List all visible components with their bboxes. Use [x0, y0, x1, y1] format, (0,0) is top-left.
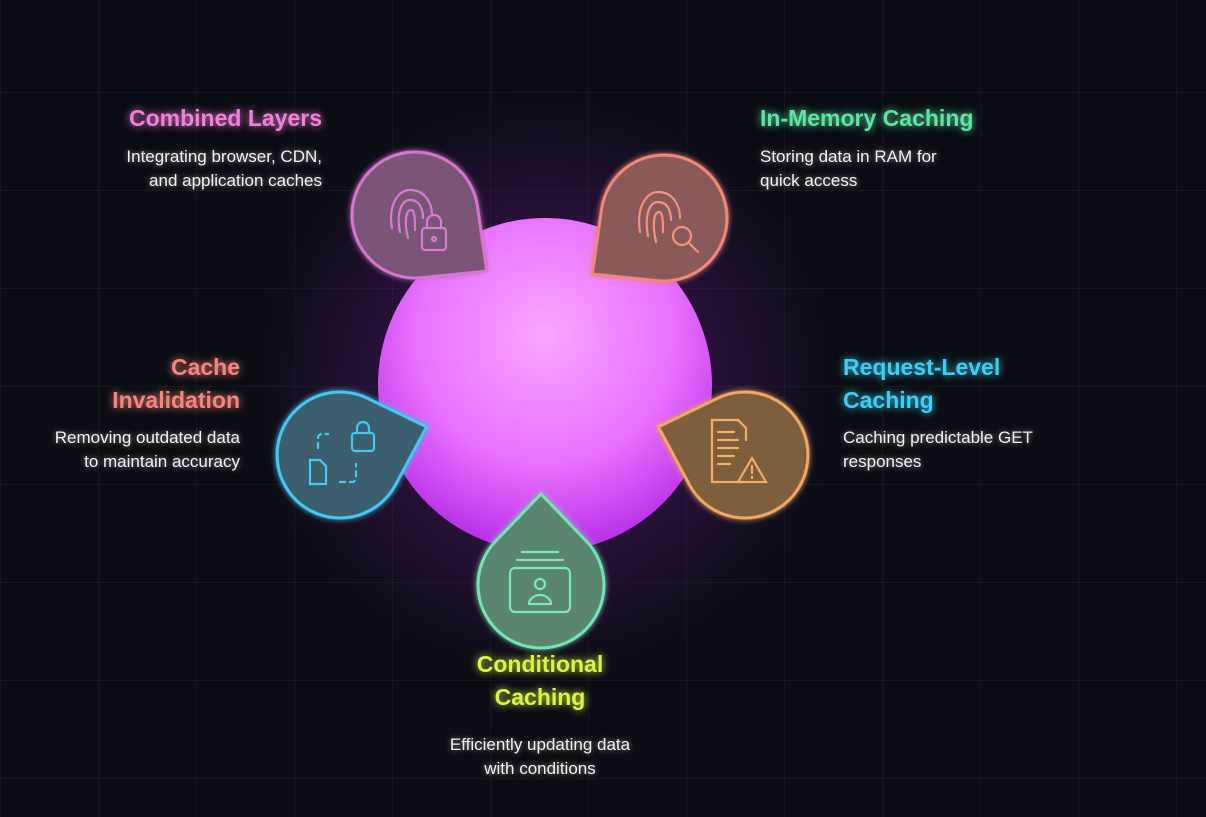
node-request-level-caching: [637, 365, 826, 536]
desc-line: Efficiently updating data: [449, 735, 631, 754]
node-conditional-caching: [476, 492, 606, 650]
desc-line: responses: [843, 452, 922, 471]
desc-line: and application caches: [149, 171, 322, 190]
desc-line: quick access: [760, 171, 858, 190]
desc-line: Integrating browser, CDN,: [126, 147, 322, 166]
title-line: Conditional: [476, 651, 604, 677]
center-sphere: [378, 218, 712, 552]
document-warning-icon: [710, 418, 768, 484]
desc-line: Caching predictable GET: [843, 428, 1033, 447]
fingerprint-search-icon: [638, 190, 700, 254]
title-line: Invalidation: [112, 387, 240, 413]
desc-line: to maintain accuracy: [84, 452, 240, 471]
node-combined-layers: [325, 125, 527, 323]
title-line: Cache: [170, 354, 240, 380]
title-line: Caching: [843, 387, 934, 413]
in-memory-caching-desc: Storing data in RAM for quick access: [760, 145, 937, 193]
desc-line: with conditions: [484, 759, 596, 778]
node-in-memory-caching: [552, 128, 754, 326]
node-cache-invalidation: [259, 365, 448, 536]
id-card-icon: [508, 550, 572, 614]
cache-invalidation-title: Cache Invalidation: [112, 351, 240, 417]
combined-layers-title: Combined Layers: [129, 105, 322, 131]
desc-line: Removing outdated data: [54, 428, 240, 447]
conditional-caching-desc: Efficiently updating data with condition…: [390, 733, 690, 781]
combined-layers-desc: Integrating browser, CDN, and applicatio…: [126, 145, 322, 193]
in-memory-caching-title: In-Memory Caching: [760, 105, 974, 131]
conditional-caching-title: Conditional Caching: [390, 648, 690, 714]
request-level-caching-title: Request-Level Caching: [843, 351, 1000, 417]
file-lock-transfer-icon: [308, 420, 376, 486]
title-line: Request-Level: [843, 354, 1001, 380]
desc-line: Storing data in RAM for: [760, 147, 937, 166]
title-line: Caching: [494, 684, 586, 710]
cache-invalidation-desc: Removing outdated data to maintain accur…: [55, 426, 240, 474]
request-level-caching-desc: Caching predictable GET responses: [843, 426, 1033, 474]
fingerprint-lock-icon: [390, 188, 448, 252]
